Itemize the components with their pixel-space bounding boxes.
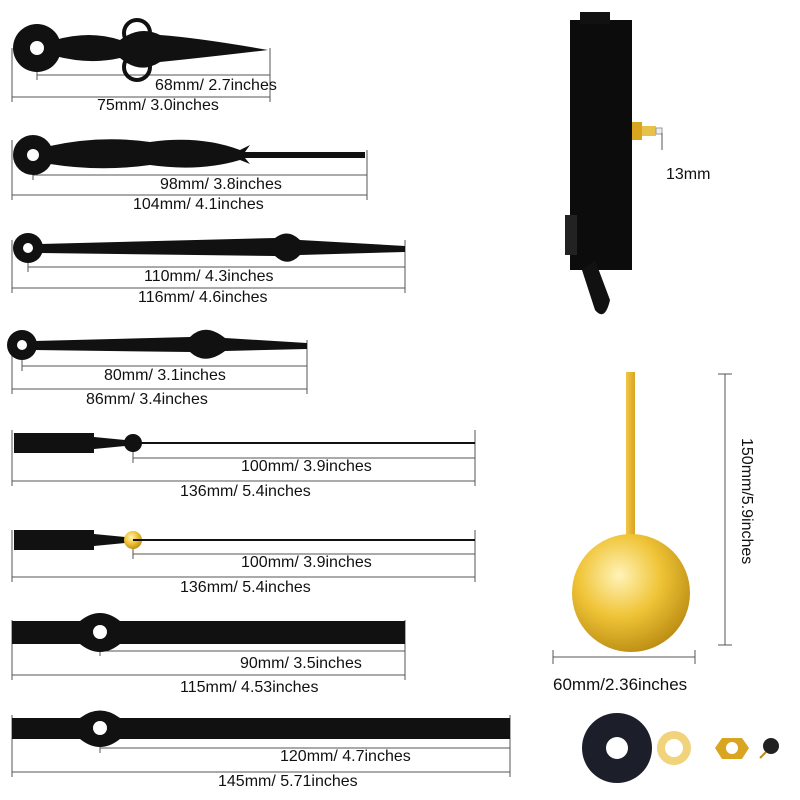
hand-ornate-hour xyxy=(13,18,268,82)
hand-7-outer-dim: 115mm/ 4.53inches xyxy=(180,679,319,696)
hand-2-outer-dim: 104mm/ 4.1inches xyxy=(133,196,264,213)
hand-8-outer-dim: 145mm/ 5.71inches xyxy=(218,773,358,790)
dimension-lines xyxy=(11,48,732,777)
hand-5-outer-dim: 136mm/ 5.4inches xyxy=(180,483,311,500)
clock-hands xyxy=(7,18,510,747)
accessories xyxy=(582,713,779,783)
pendulum xyxy=(572,372,690,652)
pendulum-width-label: 60mm/2.36inches xyxy=(553,675,688,694)
hand-1-outer-dim: 75mm/ 3.0inches xyxy=(97,97,219,114)
hand-spade-long xyxy=(13,233,405,263)
hand-second-gold xyxy=(14,530,475,550)
hand-1-inner-dim: 68mm/ 2.7inches xyxy=(155,77,277,94)
hand-ornate-minute xyxy=(13,135,365,175)
hand-5-inner-dim: 100mm/ 3.9inches xyxy=(241,458,372,475)
hand-second-black xyxy=(14,433,475,453)
hand-4-outer-dim: 86mm/ 3.4inches xyxy=(86,391,208,408)
clock-movement xyxy=(565,12,663,315)
pendulum-height-label: 150mm/5.9inches xyxy=(738,438,755,565)
hand-6-inner-dim: 100mm/ 3.9inches xyxy=(241,554,372,571)
hand-3-inner-dim: 110mm/ 4.3inches xyxy=(144,268,274,285)
hand-spade-short xyxy=(7,329,307,360)
hanger-pin xyxy=(763,738,779,754)
hand-8-inner-dim: 120mm/ 4.7inches xyxy=(280,748,411,765)
hand-3-outer-dim: 116mm/ 4.6inches xyxy=(138,289,268,306)
hand-6-outer-dim: 136mm/ 5.4inches xyxy=(180,579,311,596)
hand-2-inner-dim: 98mm/ 3.8inches xyxy=(160,176,282,193)
hand-4-inner-dim: 80mm/ 3.1inches xyxy=(104,367,226,384)
hand-7-inner-dim: 90mm/ 3.5inches xyxy=(240,655,362,672)
shaft-length-label: 13mm xyxy=(666,166,711,183)
hand-bar-minute xyxy=(12,710,510,747)
hand-bar-hour xyxy=(12,613,405,652)
